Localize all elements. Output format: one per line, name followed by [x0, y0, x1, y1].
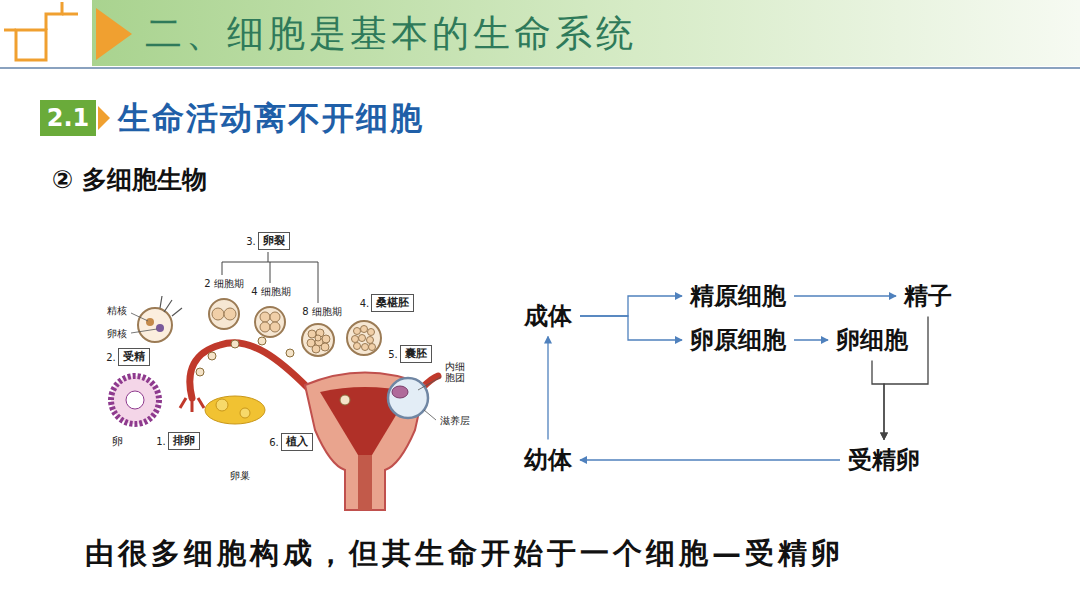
section-heading: 生命活动离不开细胞 [118, 99, 424, 137]
part-label: 滋养层 [440, 415, 470, 427]
flow-node: 幼体 [520, 444, 576, 477]
section-number: 2.1 [47, 104, 90, 133]
stage-label-box: 1.排卵 [156, 432, 200, 449]
stage-name: 植入 [281, 433, 313, 450]
stage-number: 1. [156, 436, 166, 447]
stage-number: 3. [246, 236, 256, 247]
flow-node: 成体 [520, 300, 576, 333]
flow-node: 精原细胞 [686, 280, 790, 313]
flow-node: 卵原细胞 [686, 324, 790, 357]
flow-arrow [872, 360, 884, 439]
flow-text: 受精卵 [844, 444, 924, 477]
flow-node: 受精卵 [844, 444, 924, 477]
reproduction-illustration [111, 252, 441, 510]
part-label: 内细胞团 [445, 361, 465, 384]
header-rule [0, 67, 1080, 69]
flow-text: 精原细胞 [686, 280, 790, 313]
flow-text: 精子 [900, 280, 956, 313]
stage-name: 囊胚 [400, 345, 432, 362]
stage-label-box: 5.囊胚 [388, 345, 432, 362]
flow-text: 卵细胞 [832, 324, 912, 357]
part-label: 卵核 [107, 328, 127, 340]
stage-label: 4 细胞期 [251, 286, 291, 298]
stage-label: 8 细胞期 [302, 306, 342, 318]
stage-number: 6. [269, 437, 279, 448]
subsection-heading: ② 多细胞生物 [52, 165, 207, 195]
flow-arrow [547, 336, 548, 439]
logo-mark [4, 2, 78, 60]
part-label: 卵 [112, 435, 123, 448]
flow-arrow [794, 339, 828, 340]
stage-name: 受精 [118, 348, 150, 365]
flow-node: 卵细胞 [832, 324, 912, 357]
part-label: 精核 [107, 305, 127, 317]
flow-arrow [794, 295, 896, 296]
stage-label-box: 3.卵裂 [246, 232, 290, 249]
slide-title: 二、细胞是基本的生命系统 [145, 12, 637, 56]
section-badge [40, 100, 96, 136]
flow-text: 卵原细胞 [686, 324, 790, 357]
stage-label-box: 2.受精 [106, 348, 150, 365]
header-bar [92, 0, 1080, 66]
badge-pointer [98, 106, 110, 130]
stage-label-box: 6.植入 [269, 433, 313, 450]
flow-text: 成体 [520, 300, 576, 333]
stage-label-box: 4.桑椹胚 [360, 294, 415, 311]
flow-arrow [580, 316, 682, 340]
flow-arrow [580, 459, 840, 460]
flow-node: 精子 [900, 280, 956, 313]
header-pointer [96, 8, 132, 60]
stage-name: 桑椹胚 [371, 294, 414, 311]
stage-number: 4. [360, 298, 370, 309]
stage-number: 2. [106, 352, 116, 363]
part-label: 卵巢 [230, 470, 250, 482]
flow-arrow [580, 296, 682, 316]
flow-text: 幼体 [520, 444, 576, 477]
stage-name: 排卵 [168, 432, 200, 449]
stage-label: 2 细胞期 [204, 278, 244, 290]
slide-caption: 由很多细胞构成，但其生命开始于一个细胞—受精卵 [85, 536, 844, 571]
stage-number: 5. [388, 349, 398, 360]
stage-name: 卵裂 [258, 232, 290, 249]
